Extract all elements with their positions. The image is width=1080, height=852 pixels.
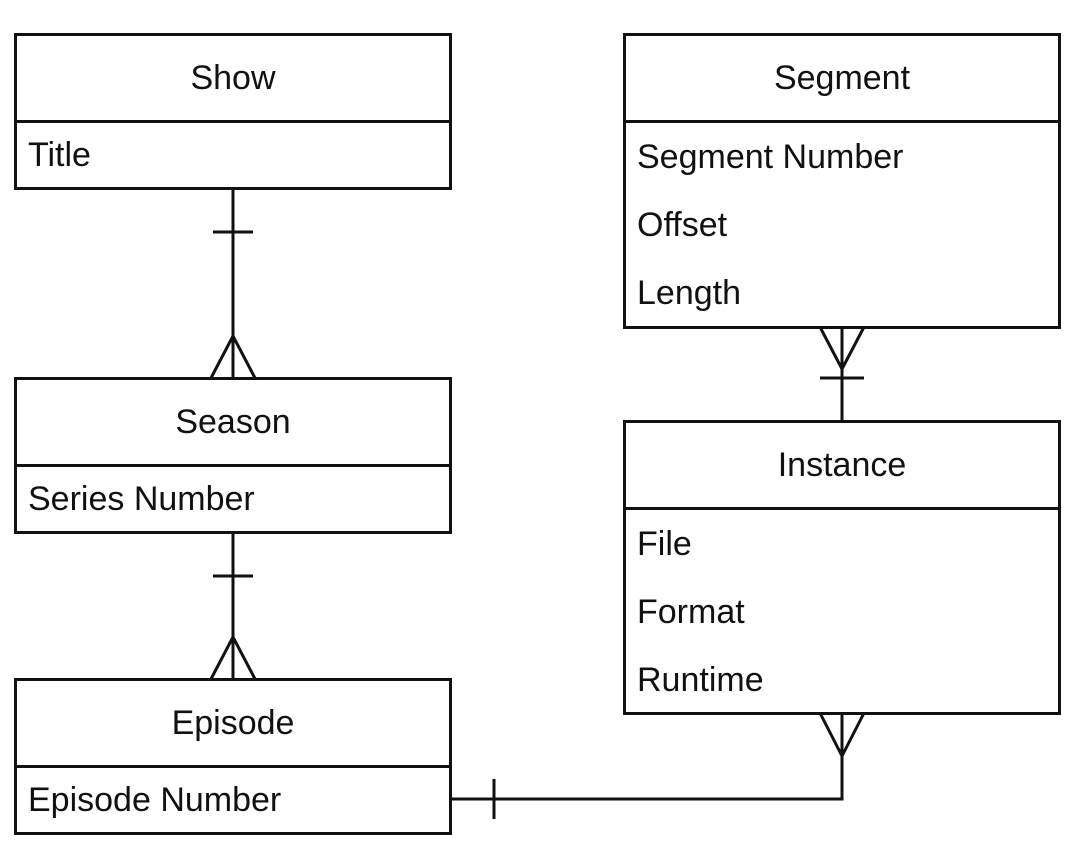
attribute: Episode Number: [28, 781, 282, 819]
entity-title: Show: [190, 58, 276, 97]
crow-foot-marker: [209, 633, 257, 680]
entity-attributes: Episode Number: [17, 768, 449, 825]
connector-line: [450, 713, 844, 801]
crow-foot-marker: [818, 326, 866, 373]
attribute: Offset: [637, 206, 728, 244]
entity-header: Segment: [626, 36, 1058, 123]
attribute: Series Number: [28, 480, 255, 518]
entity-attributes: Segment Number Offset Length: [626, 123, 1058, 327]
entity-title: Episode: [171, 703, 295, 742]
entity-attributes: Series Number: [17, 467, 449, 524]
entity-header: Episode: [17, 681, 449, 768]
crow-foot-marker: [209, 332, 257, 379]
crow-foot-marker: [818, 712, 866, 760]
relationship-episode-instance: [450, 712, 866, 819]
entity-attributes: File Format Runtime: [626, 510, 1058, 714]
entity-show[interactable]: Show Title: [14, 33, 452, 190]
entity-attributes: Title: [17, 123, 449, 180]
entity-instance[interactable]: Instance File Format Runtime: [623, 420, 1061, 715]
entity-header: Season: [17, 380, 449, 467]
attribute: Title: [28, 136, 91, 174]
relationship-show-season: [209, 188, 257, 379]
attribute: Runtime: [637, 661, 764, 699]
entity-header: Show: [17, 36, 449, 123]
attribute: Segment Number: [637, 138, 904, 176]
entity-title: Season: [175, 402, 291, 441]
entity-episode[interactable]: Episode Episode Number: [14, 678, 452, 835]
attribute: Length: [637, 274, 741, 312]
entity-title: Instance: [777, 445, 907, 484]
relationship-season-episode: [209, 532, 257, 680]
entity-segment[interactable]: Segment Segment Number Offset Length: [623, 33, 1061, 329]
relationship-instance-segment: [818, 326, 866, 421]
entity-title: Segment: [773, 58, 911, 97]
entity-season[interactable]: Season Series Number: [14, 377, 452, 534]
attribute: File: [637, 525, 692, 563]
entity-header: Instance: [626, 423, 1058, 510]
attribute: Format: [637, 593, 745, 631]
